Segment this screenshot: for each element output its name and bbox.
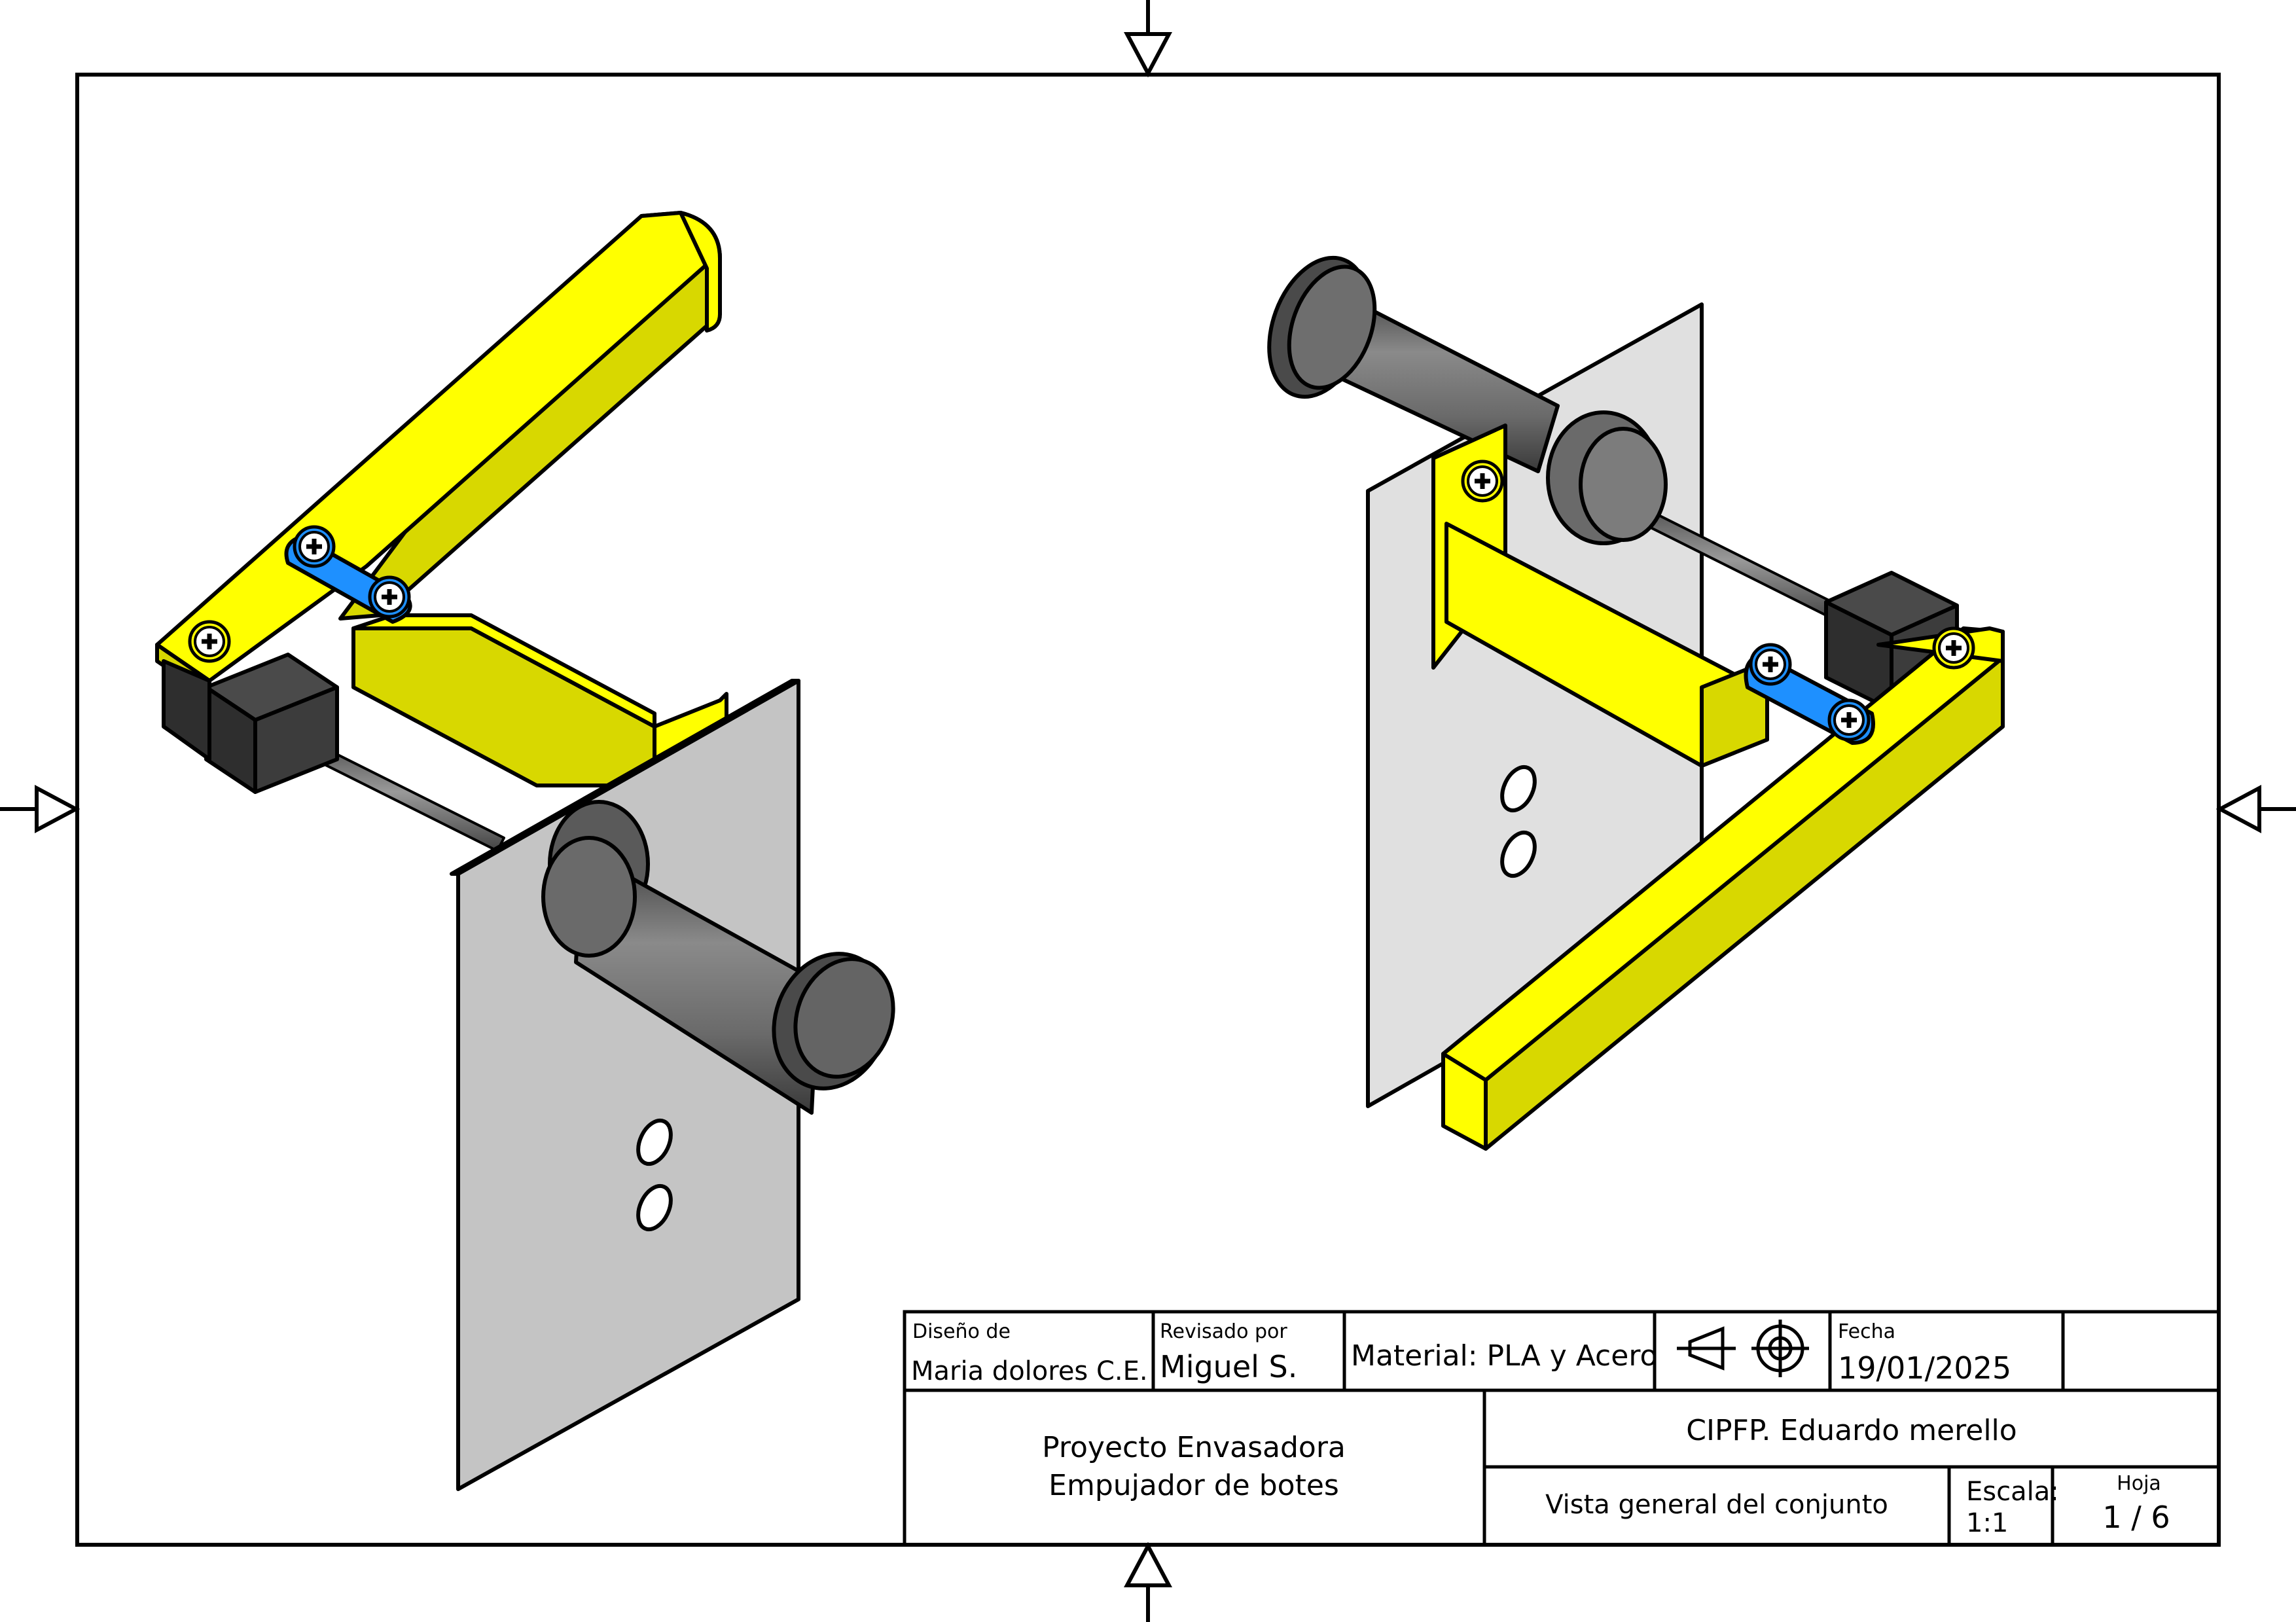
yellow-arm xyxy=(1441,626,2005,1151)
centering-mark-bottom-icon xyxy=(1124,1541,1172,1622)
project-title: Proyecto Envasadora xyxy=(1042,1431,1346,1464)
centering-mark-right-icon xyxy=(2215,785,2296,833)
material-value: Material: PLA y Acero xyxy=(1351,1339,1657,1373)
projection-symbol-icon xyxy=(1677,1320,1809,1377)
pneumatic-cylinder xyxy=(541,800,895,1115)
pneumatic-cylinder xyxy=(1267,255,1560,473)
screw-head-icon xyxy=(190,622,229,661)
screw-head-icon xyxy=(1934,628,1973,668)
view-title: Vista general del conjunto xyxy=(1545,1490,1888,1520)
reviewed-label: Revisado por xyxy=(1160,1320,1287,1343)
centering-mark-top-icon xyxy=(1124,0,1172,78)
institution-name: CIPFP. Eduardo merello xyxy=(1686,1414,2017,1447)
sheet-number: 1 / 6 xyxy=(2102,1500,2170,1535)
grey-plate xyxy=(450,679,800,1491)
right-assembly-view xyxy=(1267,255,2005,1151)
reviewed-value: Miguel S. xyxy=(1160,1349,1297,1384)
screw-head-icon xyxy=(1463,461,1502,501)
date-value: 19/01/2025 xyxy=(1838,1350,2011,1386)
screw-head-icon xyxy=(370,577,409,617)
design-value: Maria dolores C.E. xyxy=(911,1356,1148,1386)
scale-label: Escala: xyxy=(1966,1477,2059,1507)
screw-head-icon xyxy=(295,527,334,566)
date-label: Fecha xyxy=(1838,1320,1895,1343)
title-block: Diseño de Maria dolores C.E. Revisado po… xyxy=(903,1310,2221,1547)
centering-mark-left-icon xyxy=(0,785,81,833)
screw-head-icon xyxy=(1829,700,1869,740)
project-subtitle: Empujador de botes xyxy=(1049,1469,1339,1502)
scale-value: 1:1 xyxy=(1966,1508,2008,1538)
left-assembly-view xyxy=(155,211,895,1491)
sheet-label: Hoja xyxy=(2117,1472,2161,1495)
screw-head-icon xyxy=(1751,645,1790,684)
design-label: Diseño de xyxy=(912,1320,1011,1343)
dark-block xyxy=(162,653,339,794)
steel-rod xyxy=(1546,410,1847,623)
